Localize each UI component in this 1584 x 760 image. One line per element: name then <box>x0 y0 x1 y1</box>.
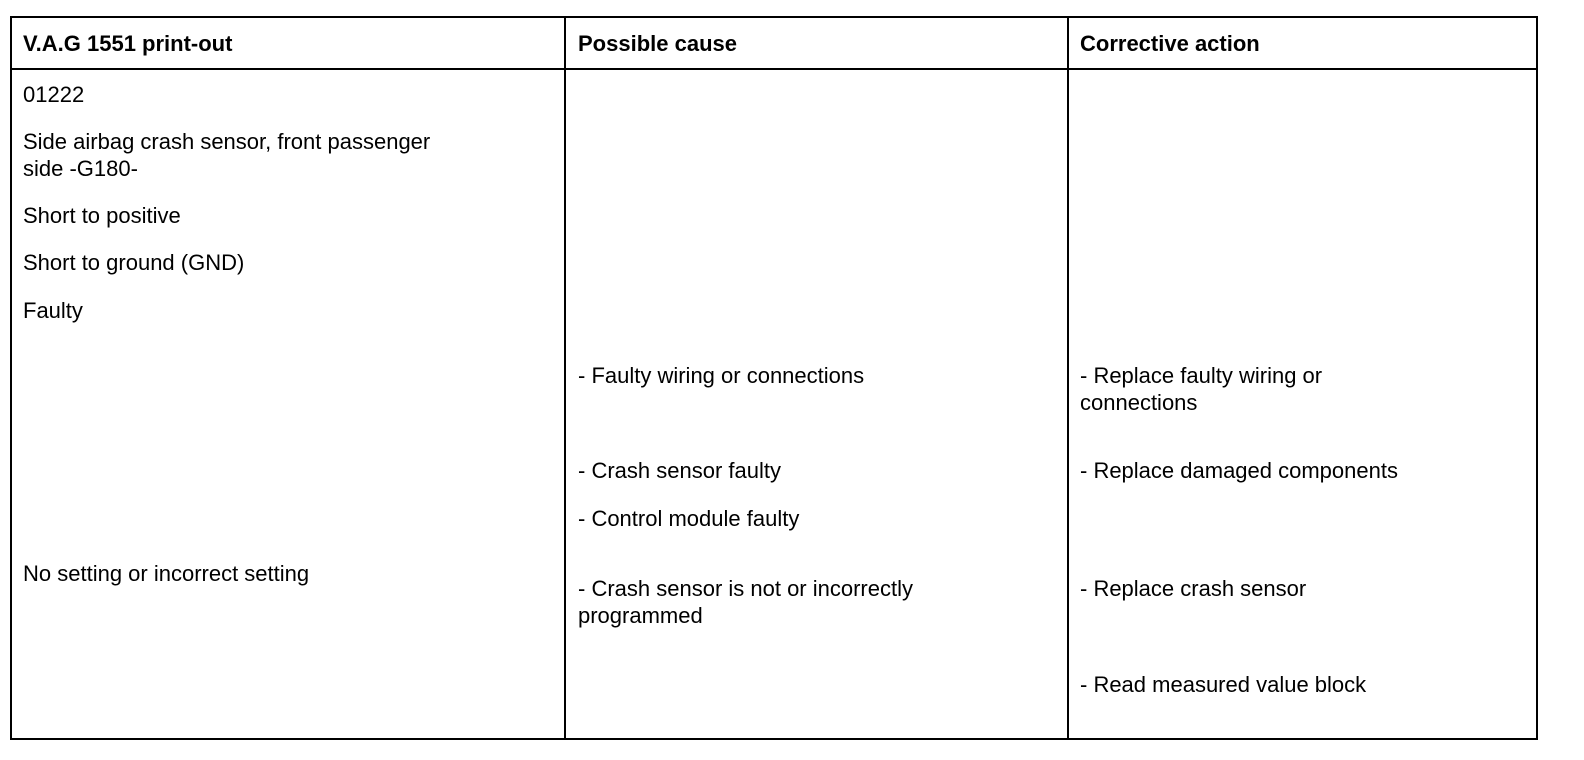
cause-control-module-faulty: - Control module faulty <box>578 506 800 531</box>
cause-not-programmed-line2: programmed <box>578 603 703 628</box>
header-corrective-action: Corrective action <box>1080 31 1260 56</box>
fault-faulty: Faulty <box>23 298 83 323</box>
action-read-block: - Read measured value block <box>1080 672 1367 697</box>
header-divider <box>12 68 1536 70</box>
cause-not-programmed-line1: - Crash sensor is not or incorrectly <box>578 576 913 601</box>
action-replace-sensor: - Replace crash sensor <box>1080 576 1307 601</box>
component-name-line2: side -G180- <box>23 156 138 181</box>
header-possible-cause: Possible cause <box>578 31 737 56</box>
header-printout: V.A.G 1551 print-out <box>23 31 233 56</box>
column-divider-1 <box>564 18 566 738</box>
fault-code: 01222 <box>23 82 85 107</box>
action-replace-wiring-line2: connections <box>1080 390 1198 415</box>
column-divider-2 <box>1067 18 1069 738</box>
component-name-line1: Side airbag crash sensor, front passenge… <box>23 129 431 154</box>
fault-short-positive: Short to positive <box>23 203 181 228</box>
action-replace-wiring-line1: - Replace faulty wiring or <box>1080 363 1323 388</box>
fault-no-setting: No setting or incorrect setting <box>23 561 310 586</box>
fault-short-ground: Short to ground (GND) <box>23 250 245 275</box>
cause-crash-sensor-faulty: - Crash sensor faulty <box>578 458 781 483</box>
cause-wiring: - Faulty wiring or connections <box>578 363 865 388</box>
fault-table: V.A.G 1551 print-out Possible cause Corr… <box>10 16 1538 740</box>
action-replace-components: - Replace damaged components <box>1080 458 1398 483</box>
